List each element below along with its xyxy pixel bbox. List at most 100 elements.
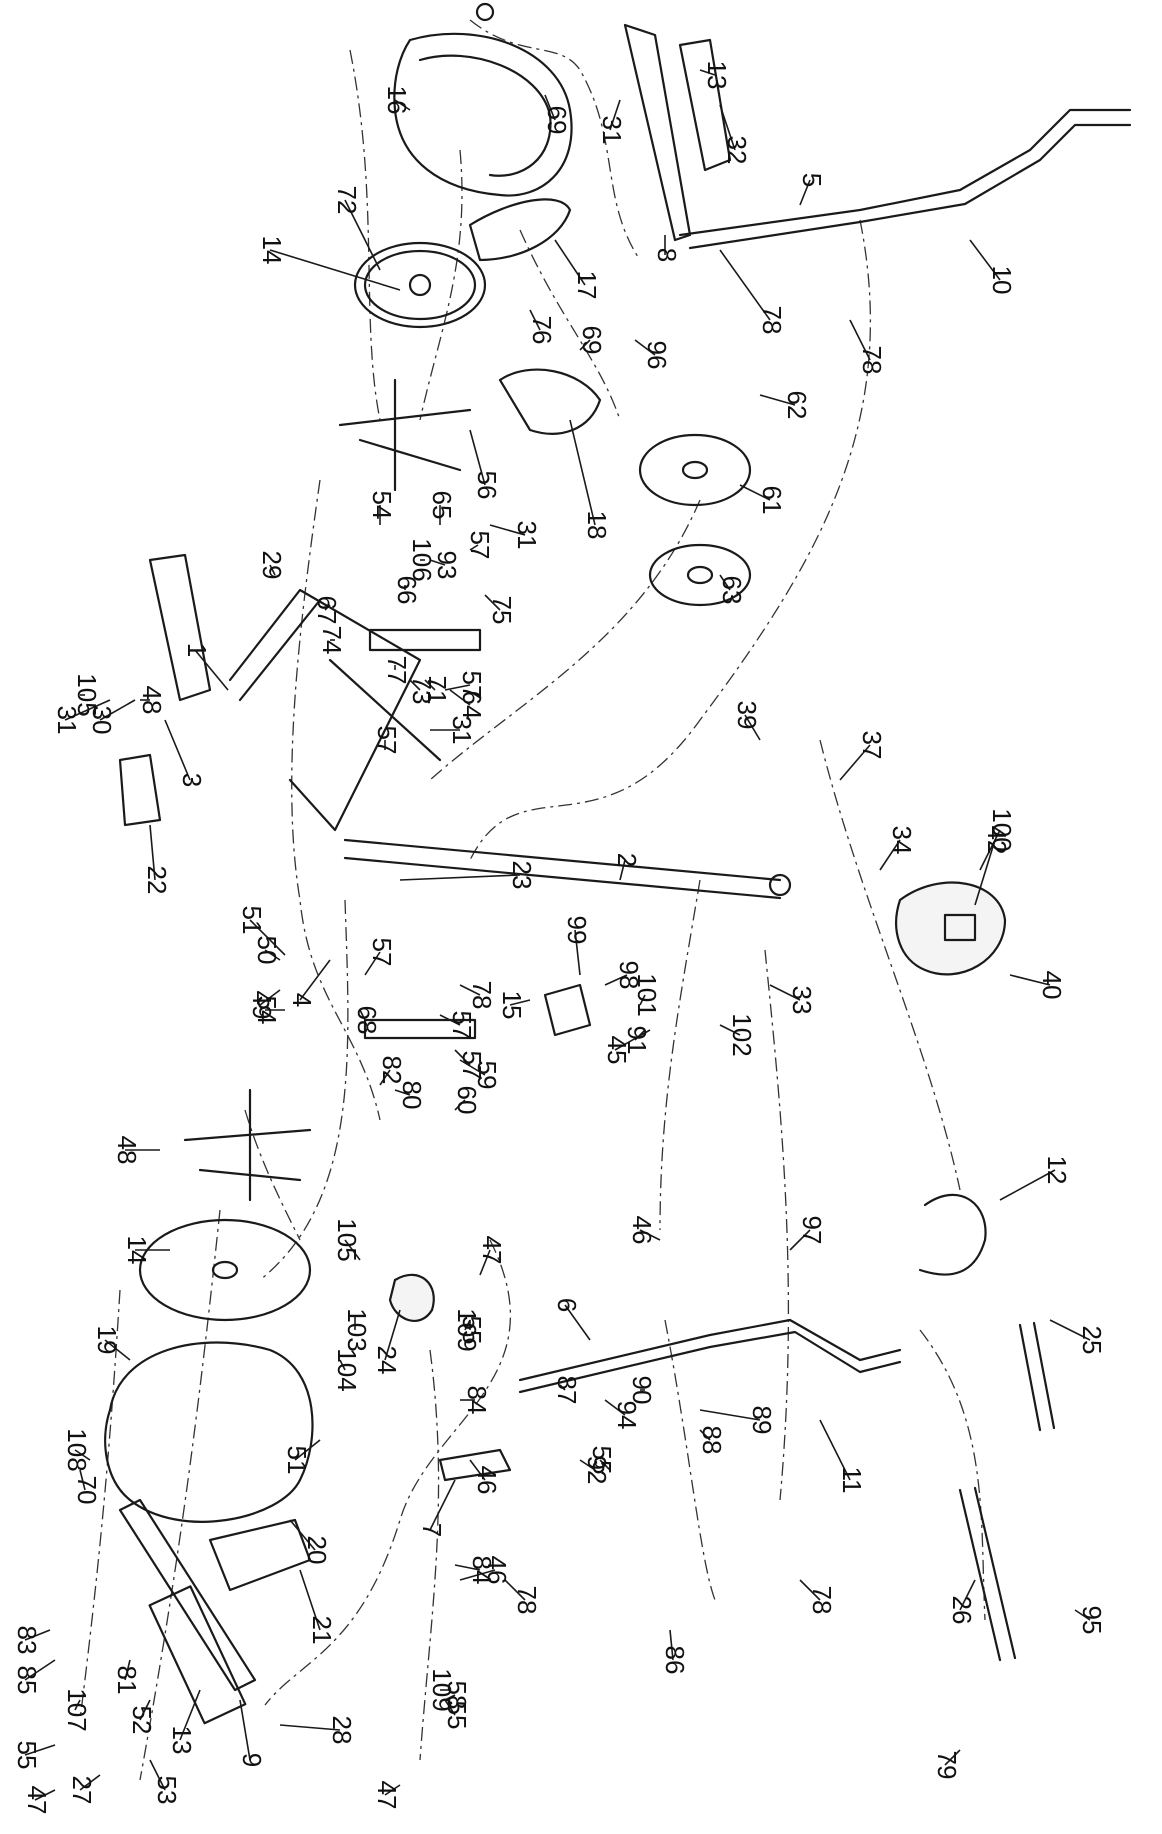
callout-number: 85	[12, 1666, 42, 1695]
callout-number: 39	[732, 701, 762, 730]
callout-number: 55	[442, 1701, 472, 1730]
callout-number: 83	[12, 1626, 42, 1655]
callout-number: 88	[697, 1426, 727, 1455]
callout-leader	[839, 744, 871, 781]
callout-number: 97	[797, 1216, 827, 1245]
callout-leader	[669, 1629, 674, 1661]
callout-leader	[529, 309, 541, 331]
callout-number: 50	[252, 936, 282, 965]
callout-number: 51	[282, 1446, 312, 1475]
callout-number: 14	[257, 236, 287, 265]
callout-leaders	[24, 69, 1091, 1801]
callout-number: 79	[932, 1751, 962, 1780]
callout-number: 57	[367, 938, 397, 967]
callout-number: 94	[612, 1401, 642, 1430]
callout-leader	[504, 1579, 526, 1601]
callout-number: 48	[137, 686, 167, 715]
callout-number: 89	[747, 1406, 777, 1435]
callout-number: 78	[807, 1586, 837, 1615]
callout-leader	[269, 249, 401, 291]
callout-number: 11	[837, 1467, 867, 1494]
callout-leader	[394, 1089, 411, 1096]
callout-leader	[479, 1249, 491, 1276]
callout-leader	[544, 94, 556, 121]
callout-number: 93	[432, 551, 462, 580]
callout-leader	[269, 564, 276, 576]
callout-leader	[24, 1744, 56, 1756]
callout-number: 34	[887, 826, 917, 855]
callout-leader	[394, 99, 411, 111]
callout-number: 19	[92, 1326, 122, 1355]
callout-leader	[139, 1699, 151, 1721]
callout-number: 55	[457, 1316, 487, 1345]
callout-number: 59	[472, 1061, 502, 1090]
callout-leader	[699, 69, 716, 76]
callout-number: 12	[1042, 1156, 1072, 1185]
callout-number: 2	[612, 853, 642, 867]
callout-number: 105	[332, 1218, 362, 1261]
callout-leader	[979, 829, 1001, 871]
callout-number: 31	[597, 116, 627, 145]
callout-number: 46	[472, 1466, 502, 1495]
callout-leader	[74, 1699, 81, 1711]
callout-number: 8	[652, 248, 682, 262]
callout-number: 62	[782, 391, 812, 420]
callout-number: 5	[797, 173, 827, 187]
callout-leader	[879, 839, 901, 871]
callout-leader	[574, 929, 581, 976]
callout-number: 78	[467, 981, 497, 1010]
callout-leader	[344, 199, 381, 271]
assembly-guides	[79, 19, 986, 1781]
callout-leader	[604, 974, 628, 986]
callout-leader	[509, 999, 531, 1006]
callout-number: 64	[457, 691, 487, 720]
callout-number: 52	[127, 1706, 157, 1735]
part-drawings	[104, 2, 1132, 1725]
callout-leader	[194, 649, 229, 691]
callout-leader	[454, 1564, 481, 1571]
callout-leader	[469, 1459, 486, 1481]
callout-number: 76	[527, 316, 557, 345]
callout-leader	[454, 1099, 466, 1111]
callout-leader	[34, 1789, 56, 1801]
callout-leader	[459, 1059, 486, 1076]
callout-leader	[469, 429, 486, 486]
callout-leader	[384, 1784, 401, 1796]
callout-leader	[554, 239, 586, 286]
callout-number: 81	[112, 1666, 142, 1695]
callout-number: 32	[722, 136, 752, 165]
callout-leader	[719, 574, 731, 591]
callout-number: 30	[87, 706, 117, 735]
callout-number: 14	[122, 1236, 152, 1265]
callout-number: 46	[627, 1216, 657, 1245]
callout-number: 60	[452, 1086, 482, 1115]
callout-leader	[264, 949, 281, 961]
callout-number: 108	[62, 1428, 92, 1471]
callout-number: 47	[372, 1781, 402, 1810]
callout-number: 78	[857, 346, 887, 375]
callout-leader	[944, 1749, 961, 1766]
callout-leader	[464, 1319, 471, 1331]
callout-leader	[959, 1579, 976, 1611]
callout-leader	[614, 1029, 651, 1051]
callout-number: 68	[352, 1006, 382, 1035]
callout-leader	[324, 604, 331, 611]
callout-leader	[634, 1029, 646, 1041]
callout-leader	[639, 994, 646, 1006]
callout-leader	[364, 951, 381, 976]
callout-number: 57	[457, 1051, 487, 1080]
callout-leader	[639, 1229, 661, 1241]
callout-leader	[1049, 1319, 1091, 1341]
callout-number: 49	[247, 991, 277, 1020]
callout-leader	[449, 689, 471, 706]
callout-number: 57	[372, 726, 402, 755]
callout-leader	[299, 1569, 321, 1631]
callout-number: 40	[1037, 971, 1067, 1000]
callout-leader	[604, 1399, 626, 1416]
callout-number: 27	[67, 1776, 97, 1805]
callout-number: 103	[342, 1308, 372, 1351]
callout-number: 105	[72, 673, 102, 716]
callout-number: 96	[642, 341, 672, 370]
